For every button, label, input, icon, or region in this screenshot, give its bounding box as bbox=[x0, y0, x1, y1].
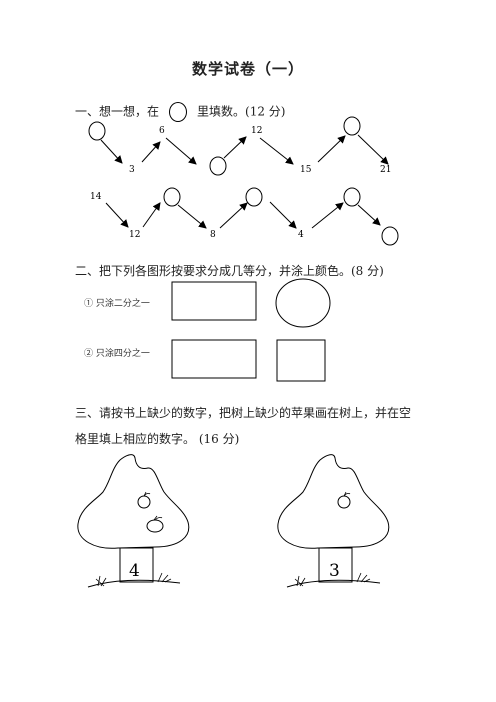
arrow bbox=[177, 204, 207, 229]
instruction-quarter: ② 只涂四分之一 bbox=[84, 349, 150, 359]
section3-heading-line2: 格里填上相应的数字。 (16 分) bbox=[75, 432, 240, 446]
tree-1 bbox=[77, 454, 190, 588]
tree-2 bbox=[277, 454, 390, 588]
blank-circle-icon[interactable] bbox=[245, 187, 263, 207]
arrow bbox=[269, 201, 297, 229]
answer-circle-icon bbox=[169, 102, 188, 122]
blank-circle-icon[interactable] bbox=[381, 226, 399, 246]
arrow bbox=[317, 135, 346, 163]
grass-icon bbox=[294, 572, 371, 587]
sequence-number: 3 bbox=[129, 165, 135, 175]
sequence-number: 12 bbox=[129, 230, 140, 240]
ground-line bbox=[87, 579, 181, 588]
section1-suffix: 里填数。(12 分) bbox=[197, 104, 286, 119]
apple-icon bbox=[137, 495, 151, 509]
rectangle-shape-2[interactable] bbox=[171, 339, 257, 379]
sequence-number: 8 bbox=[210, 230, 216, 240]
sequence-number: 12 bbox=[251, 126, 262, 136]
section2-heading: 二、把下列各图形按要求分成几等分，并涂上颜色。(8 分) bbox=[75, 264, 384, 278]
grass-icon bbox=[95, 572, 172, 587]
sequence-number: 15 bbox=[300, 165, 312, 175]
sequence-number: 14 bbox=[90, 192, 102, 202]
sequence-number: 6 bbox=[159, 126, 165, 136]
square-shape[interactable] bbox=[276, 339, 326, 382]
sequence-number: 21 bbox=[380, 165, 391, 175]
apple-icon bbox=[337, 495, 351, 509]
arrow bbox=[142, 202, 161, 228]
page-title: 数学试卷（一） bbox=[191, 60, 304, 78]
blank-circle-icon[interactable] bbox=[343, 116, 361, 136]
section1-prefix: 一、想一想，在 bbox=[75, 104, 160, 119]
circle-shape[interactable] bbox=[275, 278, 331, 328]
tree-canopy bbox=[77, 454, 190, 549]
tree-trunk bbox=[119, 547, 154, 583]
sequence-number: 4 bbox=[298, 230, 304, 240]
apple-icon bbox=[146, 519, 164, 533]
blank-circle-icon[interactable] bbox=[163, 187, 181, 207]
blank-circle-icon[interactable] bbox=[209, 156, 227, 176]
tree1-number[interactable]: 4 bbox=[129, 561, 140, 581]
tree-canopy bbox=[277, 454, 390, 549]
arrow bbox=[357, 204, 381, 226]
arrow bbox=[105, 202, 129, 228]
blank-circle-icon[interactable] bbox=[88, 121, 106, 141]
instruction-half: ① 只涂二分之一 bbox=[84, 299, 150, 309]
section1-heading: 一、想一想，在 里填数。(12 分) bbox=[75, 102, 285, 122]
blank-circle-icon[interactable] bbox=[343, 187, 361, 207]
arrow bbox=[100, 139, 123, 164]
arrow bbox=[357, 134, 389, 165]
arrow bbox=[141, 141, 161, 163]
rectangle-shape-1[interactable] bbox=[171, 281, 257, 321]
ground-line bbox=[286, 579, 381, 588]
section3-heading-line1: 三、请按书上缺少的数字，把树上缺少的苹果画在树上，并在空 bbox=[75, 406, 412, 420]
arrow bbox=[219, 202, 248, 229]
arrow bbox=[311, 202, 344, 229]
arrow bbox=[165, 137, 197, 165]
arrow bbox=[259, 137, 294, 165]
arrow bbox=[223, 136, 247, 159]
tree2-number[interactable]: 3 bbox=[329, 561, 340, 581]
tree-trunk bbox=[318, 547, 353, 583]
